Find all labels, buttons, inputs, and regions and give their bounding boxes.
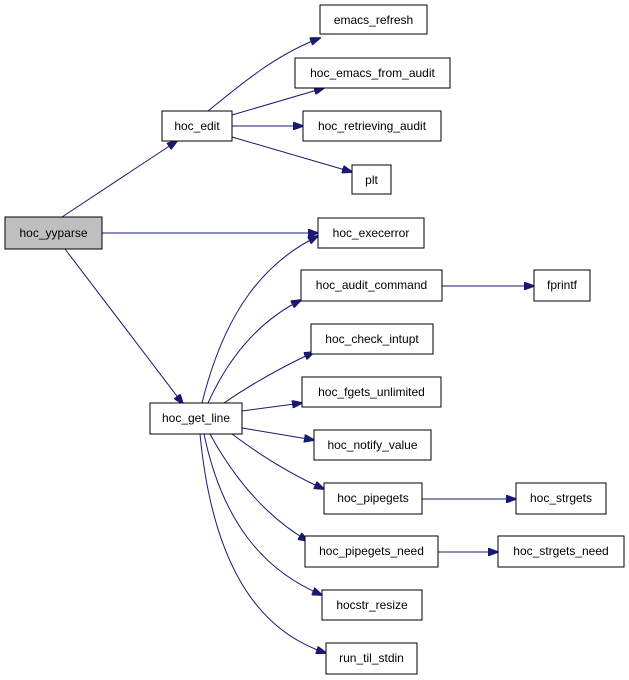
edge-hoc-edit-to-emacs-refresh — [207, 38, 320, 112]
edge-hoc-get-line-to-run-til-stdin — [199, 433, 326, 653]
node-label: run_til_stdin — [339, 651, 404, 665]
edge-hoc-get-line-to-hoc-notify-value — [241, 427, 314, 440]
node-label: hoc_fgets_unlimited — [318, 385, 425, 399]
node-hoc-strgets-need[interactable]: hoc_strgets_need — [497, 535, 625, 568]
node-hoc-fgets-unlimited[interactable]: hoc_fgets_unlimited — [301, 376, 442, 408]
node-label: hoc_edit — [174, 119, 220, 133]
edge-hoc-yyparse-to-hoc-get-line — [64, 248, 183, 404]
node-label: hoc_audit_command — [316, 278, 427, 292]
node-label: hoc_emacs_from_audit — [310, 66, 435, 80]
node-label: hoc_retrieving_audit — [318, 119, 427, 133]
edge-hoc-edit-to-plt — [231, 136, 352, 172]
edge-hoc-get-line-to-hoc-pipegets — [231, 433, 324, 489]
node-hoc-audit-command[interactable]: hoc_audit_command — [300, 269, 443, 302]
node-label: hoc_strgets — [530, 491, 592, 505]
edge-hoc-get-line-to-hoc-check-intupt — [223, 352, 314, 404]
node-label: hoc_notify_value — [327, 438, 417, 452]
node-label: hoc_execerror — [333, 226, 410, 240]
node-hoc-edit[interactable]: hoc_edit — [161, 110, 233, 142]
edge-hoc-yyparse-to-hoc-edit — [61, 141, 177, 218]
node-plt[interactable]: plt — [351, 164, 392, 195]
node-label: hoc_strgets_need — [513, 544, 608, 558]
edge-hoc-edit-to-hoc-emacs-from-audit — [231, 88, 324, 116]
node-fprintf[interactable]: fprintf — [533, 269, 591, 302]
node-label: hoc_pipegets — [337, 491, 408, 505]
edge-hoc-get-line-to-hoc-execerror — [201, 236, 318, 404]
node-label: plt — [365, 173, 378, 187]
node-label: hocstr_resize — [336, 598, 408, 612]
node-hoc-execerror[interactable]: hoc_execerror — [317, 217, 425, 249]
node-hoc-get-line[interactable]: hoc_get_line — [149, 402, 243, 435]
edge-hoc-get-line-to-hoc-pipegets-need — [209, 433, 308, 541]
node-label: fprintf — [547, 278, 578, 292]
node-label: hoc_pipegets_need — [319, 544, 424, 558]
node-hoc-strgets[interactable]: hoc_strgets — [515, 482, 607, 515]
node-label: hoc_check_intupt — [325, 332, 419, 346]
node-hoc-pipegets-need[interactable]: hoc_pipegets_need — [304, 535, 439, 568]
edge-hoc-get-line-to-hoc-audit-command — [207, 300, 301, 404]
node-hoc-check-intupt[interactable]: hoc_check_intupt — [310, 323, 434, 355]
edge-hoc-get-line-to-hocstr-resize — [203, 433, 322, 595]
node-hoc-retrieving-audit[interactable]: hoc_retrieving_audit — [302, 110, 442, 142]
node-hoc-yyparse[interactable]: hoc_yyparse — [4, 216, 103, 250]
node-emacs-refresh[interactable]: emacs_refresh — [319, 4, 428, 35]
node-hoc-pipegets[interactable]: hoc_pipegets — [323, 482, 423, 515]
edge-hoc-get-line-to-hoc-fgets-unlimited — [241, 403, 302, 412]
node-hoc-emacs-from-audit[interactable]: hoc_emacs_from_audit — [294, 57, 451, 89]
node-hocstr-resize[interactable]: hocstr_resize — [321, 589, 423, 621]
node-run-til-stdin[interactable]: run_til_stdin — [325, 642, 418, 675]
node-label: emacs_refresh — [334, 13, 413, 27]
node-hoc-notify-value[interactable]: hoc_notify_value — [313, 429, 432, 461]
node-label: hoc_yyparse — [19, 226, 87, 240]
node-label: hoc_get_line — [162, 411, 230, 425]
